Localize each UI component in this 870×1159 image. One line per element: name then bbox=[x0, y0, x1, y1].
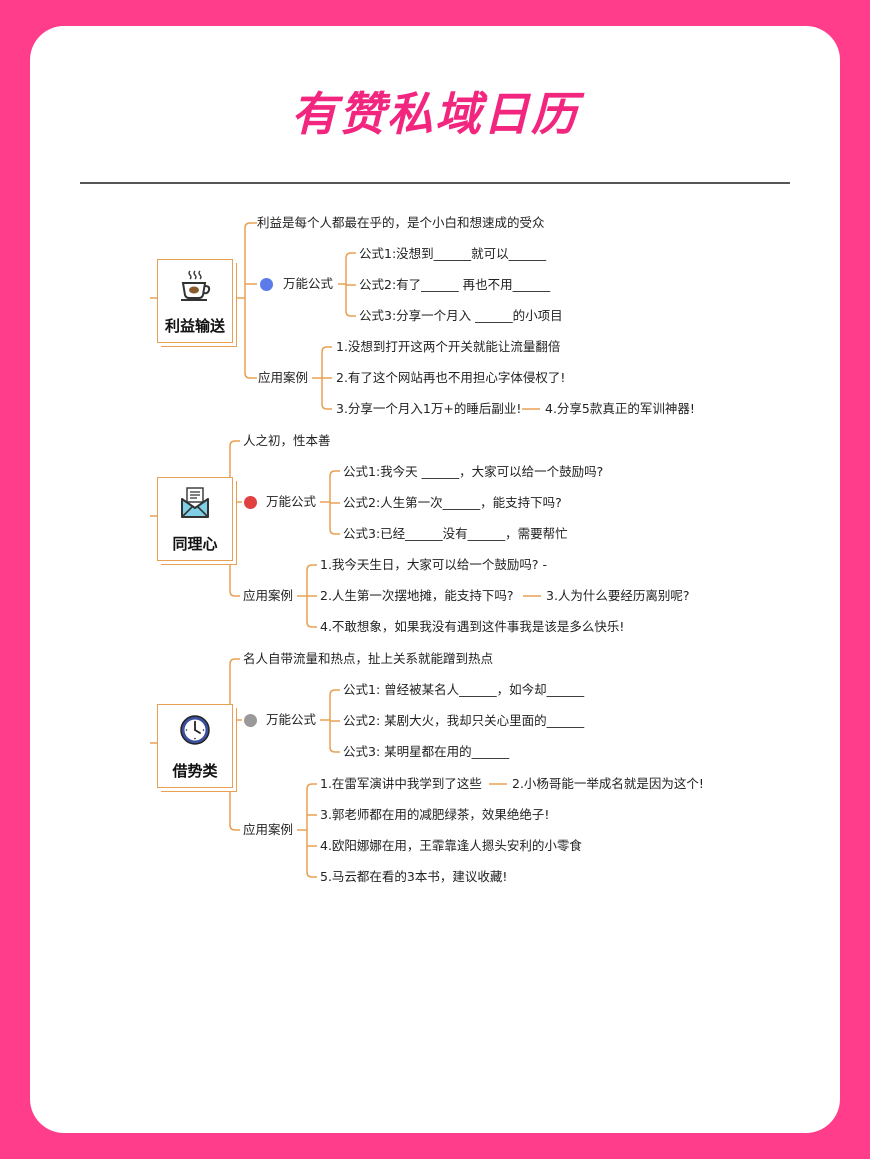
topic-label: 利益输送 bbox=[164, 317, 225, 335]
case-item: 1.没想到打开这两个开关就能让流量翻倍 bbox=[336, 339, 561, 354]
formula-dot-red bbox=[244, 496, 257, 509]
case-item: 1.在雷军演讲中我学到了这些 bbox=[320, 776, 482, 791]
envelope-icon bbox=[181, 487, 209, 518]
content-card bbox=[30, 26, 840, 1133]
clock-icon bbox=[180, 715, 210, 745]
topic-label: 借势类 bbox=[172, 762, 218, 780]
formula-item: 公式2: 某剧大火，我却只关心里面的______ bbox=[343, 713, 585, 728]
topic-intro: 人之初，性本善 bbox=[243, 433, 331, 448]
coffee-cup-icon bbox=[181, 270, 211, 301]
formula-item: 公式3:分享一个月入 ______的小项目 bbox=[359, 308, 563, 323]
case-item: 2.人生第一次摆地摊，能支持下吗? bbox=[320, 588, 514, 603]
case-label: 应用案例 bbox=[258, 370, 309, 385]
topic-node-leverage: 借势类 bbox=[157, 704, 233, 788]
case-item: 4.分享5款真正的军训神器! bbox=[545, 401, 695, 416]
formula-item: 公式3:已经______没有______，需要帮忙 bbox=[343, 526, 568, 541]
case-item: 4.欧阳娜娜在用，王霏靠逢人摁头安利的小零食 bbox=[320, 838, 582, 853]
topic-intro: 名人自带流量和热点，扯上关系就能蹭到热点 bbox=[243, 651, 494, 666]
topic-label: 同理心 bbox=[172, 535, 218, 553]
case-item: 2.小杨哥能一举成名就是因为这个! bbox=[512, 776, 704, 791]
case-label: 应用案例 bbox=[243, 822, 294, 837]
formula-item: 公式1:没想到______就可以______ bbox=[359, 246, 547, 261]
case-item: 2.有了这个网站再也不用担心字体侵权了! bbox=[336, 370, 566, 385]
topic-node-empathy: 同理心 bbox=[157, 477, 233, 561]
case-item: 3.郭老师都在用的减肥绿茶，效果绝绝子! bbox=[320, 807, 550, 822]
formula-item: 公式3: 某明星都在用的______ bbox=[343, 744, 510, 759]
formula-label: 万能公式 bbox=[266, 712, 317, 727]
formula-item: 公式2:人生第一次______，能支持下吗? bbox=[343, 495, 562, 510]
page-title: 有赞私域日历 bbox=[291, 87, 579, 141]
formula-dot-blue bbox=[260, 278, 273, 291]
case-item: 4.不敢想象，如果我没有遇到这件事我是该是多么快乐! bbox=[320, 619, 625, 634]
formula-label: 万能公式 bbox=[266, 494, 317, 509]
formula-label: 万能公式 bbox=[283, 276, 334, 291]
formula-dot-gray bbox=[244, 714, 257, 727]
formula-item: 公式1:我今天 ______，大家可以给一个鼓励吗? bbox=[343, 464, 604, 479]
case-label: 应用案例 bbox=[243, 588, 294, 603]
formula-item: 公式2:有了______ 再也不用______ bbox=[359, 277, 551, 292]
case-item: 1.我今天生日，大家可以给一个鼓励吗? - bbox=[320, 557, 548, 572]
case-item: 3.分享一个月入1万+的睡后副业! bbox=[336, 401, 522, 416]
case-item: 5.马云都在看的3本书，建议收藏! bbox=[320, 869, 508, 884]
formula-item: 公式1: 曾经被某名人______，如今却______ bbox=[343, 682, 585, 697]
title-divider bbox=[80, 182, 790, 184]
case-item: 3.人为什么要经历离别呢? bbox=[546, 588, 690, 603]
topic-intro: 利益是每个人都最在乎的，是个小白和想速成的受众 bbox=[257, 215, 545, 230]
topic-node-benefit: 利益输送 bbox=[157, 259, 233, 343]
